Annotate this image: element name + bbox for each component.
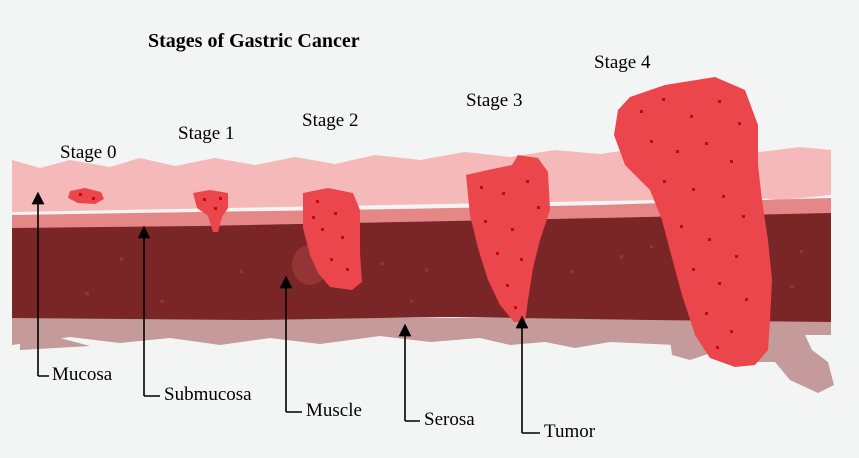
pointer-serosa	[405, 330, 420, 422]
serosa-label: Serosa	[424, 409, 475, 430]
tumor-stage-3	[466, 155, 550, 322]
pointer-tumor	[522, 322, 540, 434]
muscle-label: Muscle	[306, 400, 362, 421]
stage-1-label: Stage 1	[178, 123, 235, 144]
diagram-title: Stages of Gastric Cancer	[148, 30, 360, 52]
pointer-mucosa	[38, 198, 49, 377]
pointer-muscle	[286, 282, 302, 413]
stage-4-label: Stage 4	[594, 52, 651, 73]
submucosa-label: Submucosa	[164, 384, 252, 405]
muscle-layer	[12, 213, 831, 322]
tumor-stage-2	[303, 188, 362, 290]
mucosa-label: Mucosa	[52, 364, 113, 385]
serosa-layer	[12, 318, 834, 393]
stage-0-label: Stage 0	[60, 142, 117, 163]
tumor-stage-1	[193, 190, 228, 232]
pointer-submucosa	[144, 232, 160, 397]
stage-2-label: Stage 2	[302, 110, 359, 131]
tumor-label: Tumor	[544, 421, 596, 442]
stage-3-label: Stage 3	[466, 90, 523, 111]
tumor-stage-0	[68, 188, 104, 204]
muscle-texture	[85, 245, 803, 303]
tumor-stage-4	[614, 77, 772, 367]
